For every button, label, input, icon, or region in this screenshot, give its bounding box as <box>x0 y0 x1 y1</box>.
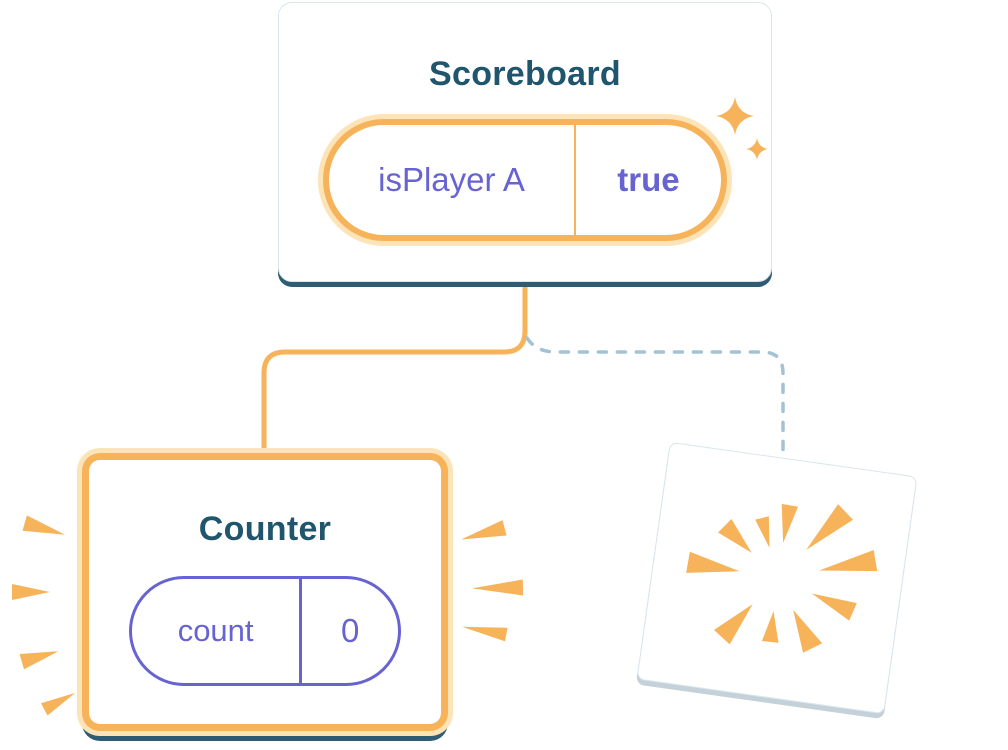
emphasis-burst-left-icon <box>12 515 76 716</box>
scoreboard-prop-pill: isPlayer A true <box>323 119 727 241</box>
scoreboard-title: Scoreboard <box>429 55 621 93</box>
poof-burst-icon <box>686 503 878 653</box>
prop-value: true <box>617 161 680 198</box>
connector-scoreboard-removed <box>525 336 785 457</box>
removed-component-card <box>636 441 918 715</box>
prop-name: isPlayer A <box>329 125 576 235</box>
state-value: 0 <box>340 612 360 649</box>
counter-title: Counter <box>198 510 332 548</box>
counter-card: Counter count 0 <box>82 453 448 731</box>
connector-scoreboard-counter <box>261 279 528 463</box>
counter-state-pill: count 0 <box>129 576 401 686</box>
emphasis-burst-right-icon <box>461 520 524 642</box>
sparkle-icon-large <box>716 97 754 135</box>
sparkle-icon-small <box>746 138 768 160</box>
scoreboard-card: Scoreboard isPlayer A true <box>278 2 772 282</box>
state-name: count <box>132 579 303 683</box>
